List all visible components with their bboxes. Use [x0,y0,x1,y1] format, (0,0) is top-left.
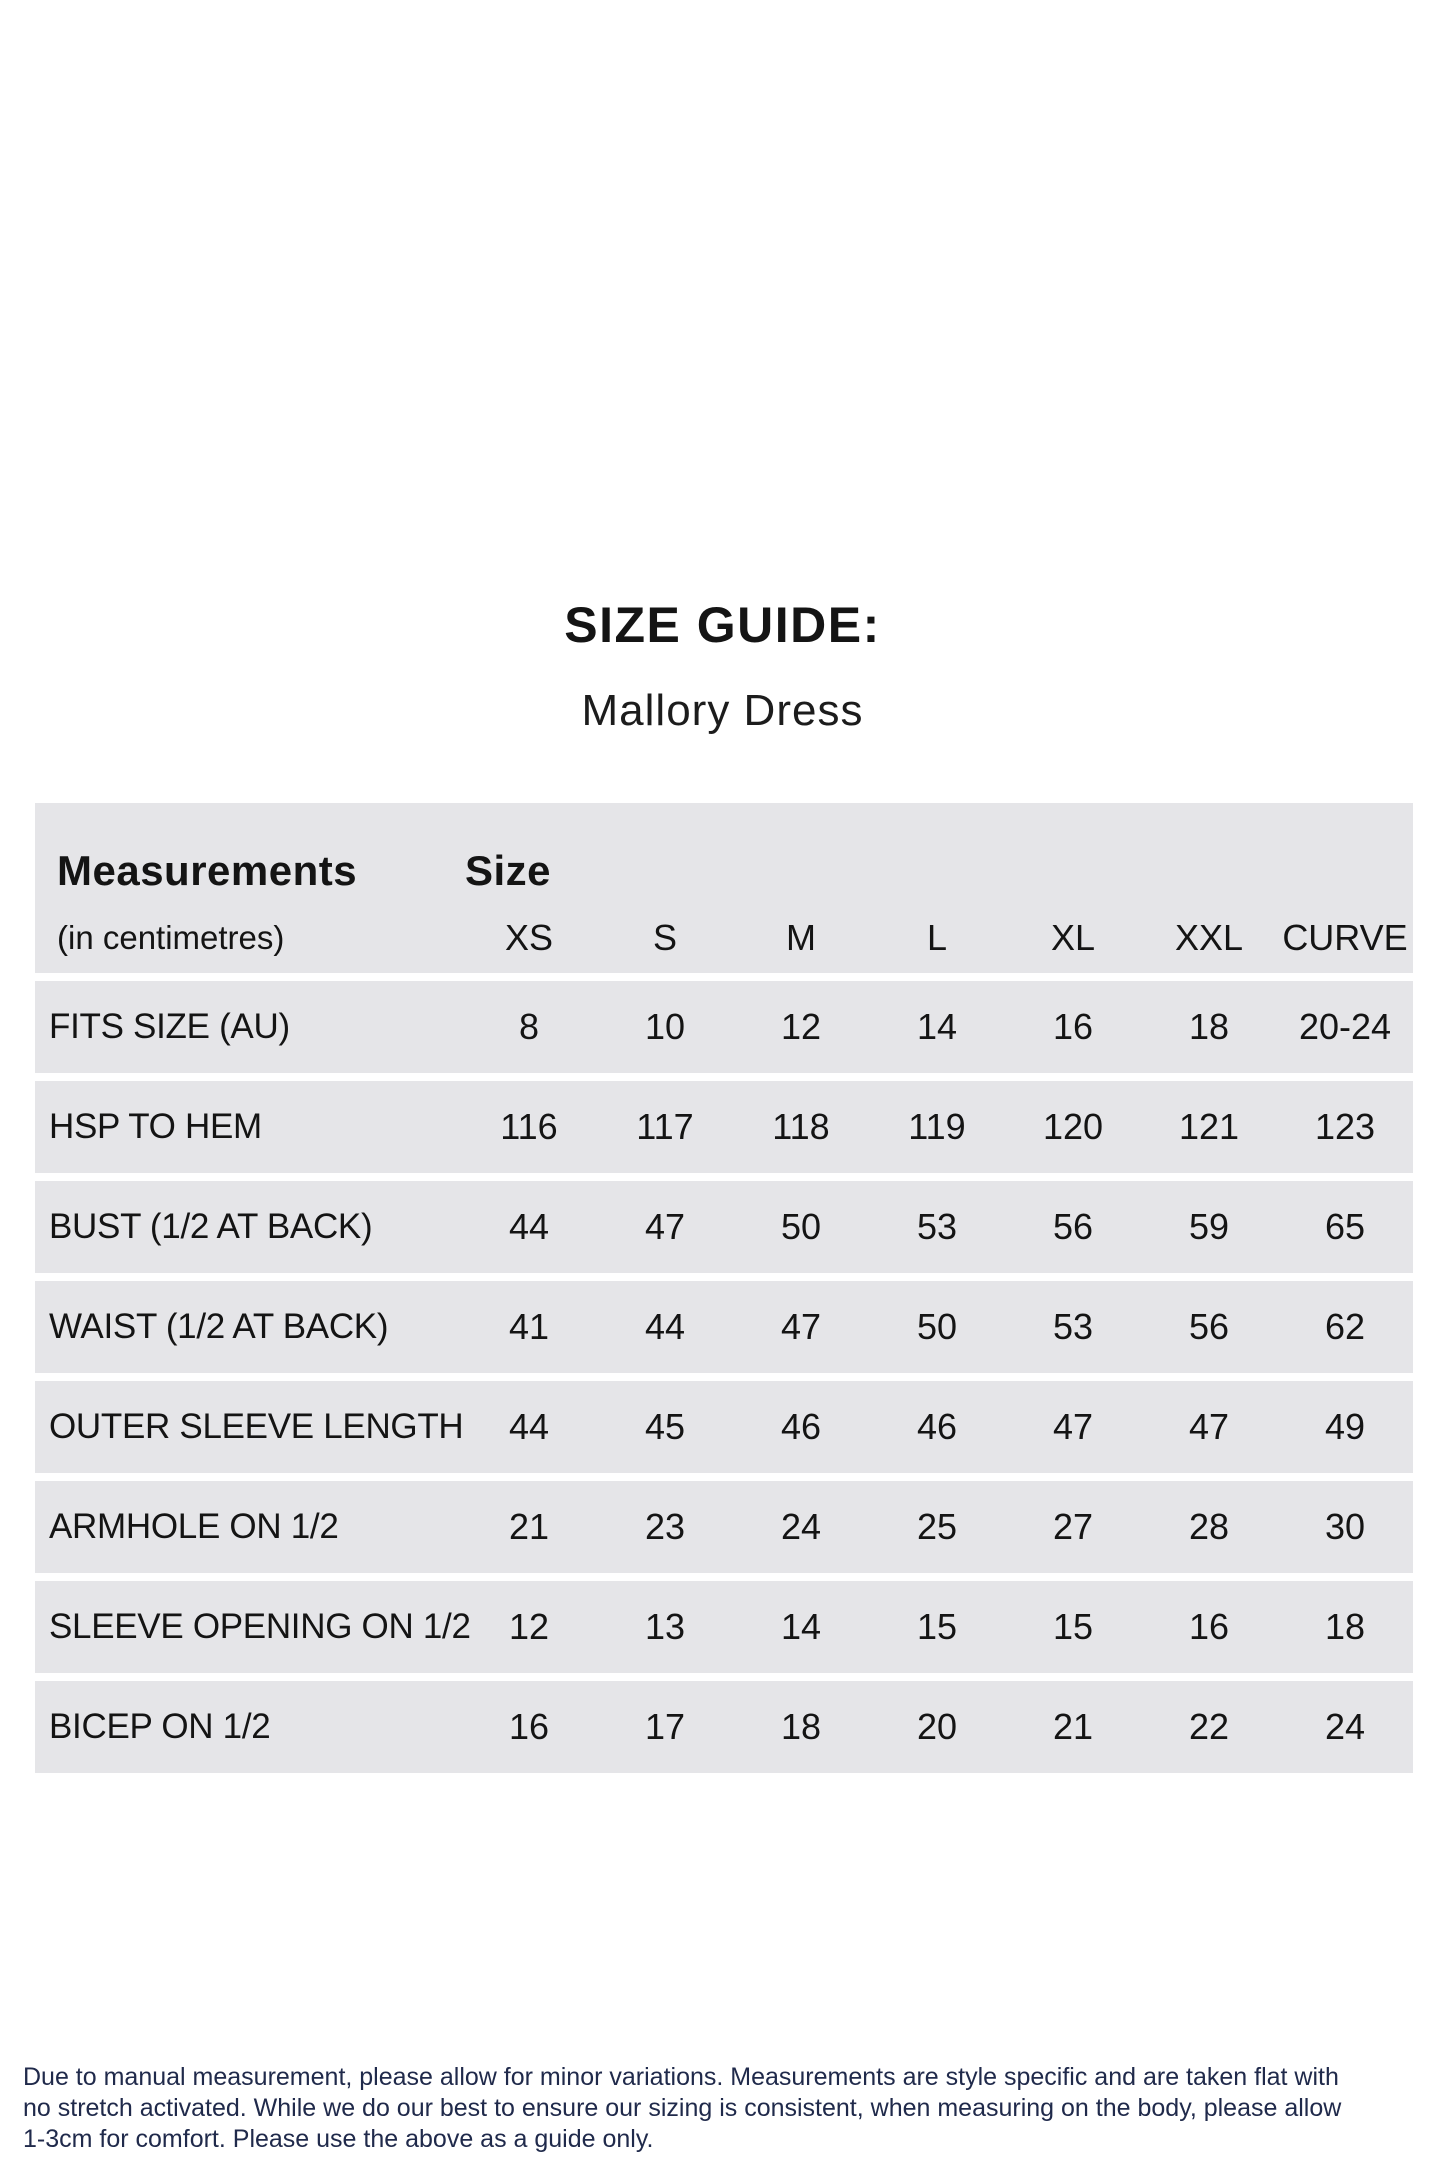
cell-value: 14 [780,1606,822,1647]
cell-value: 116 [500,1106,558,1147]
measurements-heading: Measurements [57,847,358,894]
column-header-s: S [652,917,677,958]
size-heading: Size [465,847,552,894]
cell-value: 15 [1052,1606,1094,1647]
cell-value: 53 [1052,1306,1094,1347]
cell-value: 23 [644,1506,686,1547]
table-row: ARMHOLE ON 1/2 21 23 24 25 27 28 30 [35,1481,1413,1573]
cell-value: 21 [508,1506,550,1547]
cell-value: 16 [1052,1006,1094,1047]
cell-value: 47 [1188,1406,1230,1447]
cell-value: 22 [1188,1706,1230,1747]
table-row: FITS SIZE (AU) 8 10 12 14 16 18 20-24 [35,981,1413,1073]
cell-value: 25 [916,1506,958,1547]
cell-value: 65 [1324,1206,1366,1247]
cell-value: 47 [780,1306,822,1347]
cell-value: 47 [644,1206,686,1247]
cell-value: 49 [1324,1406,1366,1447]
cell-value: 12 [508,1606,550,1647]
cell-value: 46 [780,1406,822,1447]
row-label: OUTER SLEEVE LENGTH [49,1407,464,1446]
cell-value: 44 [508,1206,550,1247]
cell-value: 10 [644,1006,686,1047]
cell-value: 46 [916,1406,958,1447]
cell-value: 120 [1042,1106,1104,1147]
row-label: HSP TO HEM [49,1107,262,1146]
cell-value: 50 [780,1206,822,1247]
cell-value: 44 [644,1306,686,1347]
table-header-row-2: (in centimetres) XS S M L XL XXL CURVE [35,907,1413,969]
cell-value: 121 [1178,1106,1240,1147]
footer-line: 1-3cm for comfort. Please use the above … [23,2125,654,2153]
table-row: OUTER SLEEVE LENGTH 44 45 46 46 47 47 49 [35,1381,1413,1473]
cell-value: 118 [772,1106,830,1147]
footer-disclaimer: Due to manual measurement, please allow … [23,2062,1341,2155]
cell-value: 45 [644,1406,686,1447]
cell-value: 18 [1324,1606,1366,1647]
cell-value: 20-24 [1298,1006,1392,1047]
cell-value: 27 [1052,1506,1094,1547]
cell-value: 44 [508,1406,550,1447]
cell-value: 30 [1324,1506,1366,1547]
column-header-m: M [786,917,816,958]
product-name: Mallory Dress [581,686,864,735]
cell-value: 56 [1188,1306,1230,1347]
cell-value: 18 [780,1706,822,1747]
cell-value: 28 [1188,1506,1230,1547]
cell-value: 24 [780,1506,822,1547]
cell-value: 50 [916,1306,958,1347]
cell-value: 119 [908,1106,966,1147]
row-label: WAIST (1/2 AT BACK) [49,1307,389,1346]
table-row: WAIST (1/2 AT BACK) 41 44 47 50 53 56 62 [35,1281,1413,1373]
cell-value: 14 [916,1006,958,1047]
cell-value: 41 [508,1306,550,1347]
table-row: HSP TO HEM 116 117 118 119 120 121 123 [35,1081,1413,1173]
cell-value: 123 [1314,1106,1376,1147]
column-header-curve: CURVE [1282,917,1408,958]
row-label: FITS SIZE (AU) [49,1007,290,1046]
table-row: SLEEVE OPENING ON 1/2 12 13 14 15 15 16 … [35,1581,1413,1673]
cell-value: 59 [1188,1206,1230,1247]
unit-label: (in centimetres) [57,919,285,956]
cell-value: 16 [508,1706,550,1747]
size-table: Measurements Size (in centimetres) XS S … [35,803,1413,1781]
row-label: BUST (1/2 AT BACK) [49,1207,373,1246]
cell-value: 56 [1052,1206,1094,1247]
cell-value: 15 [916,1606,958,1647]
cell-value: 20 [916,1706,958,1747]
footer-line: no stretch activated. While we do our be… [23,2094,1342,2122]
table-header: Measurements Size (in centimetres) XS S … [35,803,1413,973]
table-row: BICEP ON 1/2 16 17 18 20 21 22 24 [35,1681,1413,1773]
cell-value: 53 [916,1206,958,1247]
table-row: BUST (1/2 AT BACK) 44 47 50 53 56 59 65 [35,1181,1413,1273]
table-header-row-1: Measurements Size [35,831,1413,895]
cell-value: 16 [1188,1606,1230,1647]
row-label: BICEP ON 1/2 [49,1707,271,1746]
cell-value: 24 [1324,1706,1366,1747]
cell-value: 21 [1052,1706,1094,1747]
cell-value: 18 [1188,1006,1230,1047]
cell-value: 8 [518,1006,540,1047]
cell-value: 17 [644,1706,686,1747]
column-header-xs: XS [504,917,554,958]
cell-value: 62 [1324,1306,1366,1347]
footer-line: Due to manual measurement, please allow … [23,2063,1339,2091]
column-header-xl: XL [1050,917,1096,958]
cell-value: 13 [644,1606,686,1647]
cell-value: 117 [636,1106,694,1147]
cell-value: 12 [780,1006,822,1047]
page-title: SIZE GUIDE: [564,597,881,653]
row-label: SLEEVE OPENING ON 1/2 [49,1607,471,1646]
column-header-l: L [926,917,948,958]
cell-value: 47 [1052,1406,1094,1447]
column-header-xxl: XXL [1174,917,1244,958]
row-label: ARMHOLE ON 1/2 [49,1507,339,1546]
